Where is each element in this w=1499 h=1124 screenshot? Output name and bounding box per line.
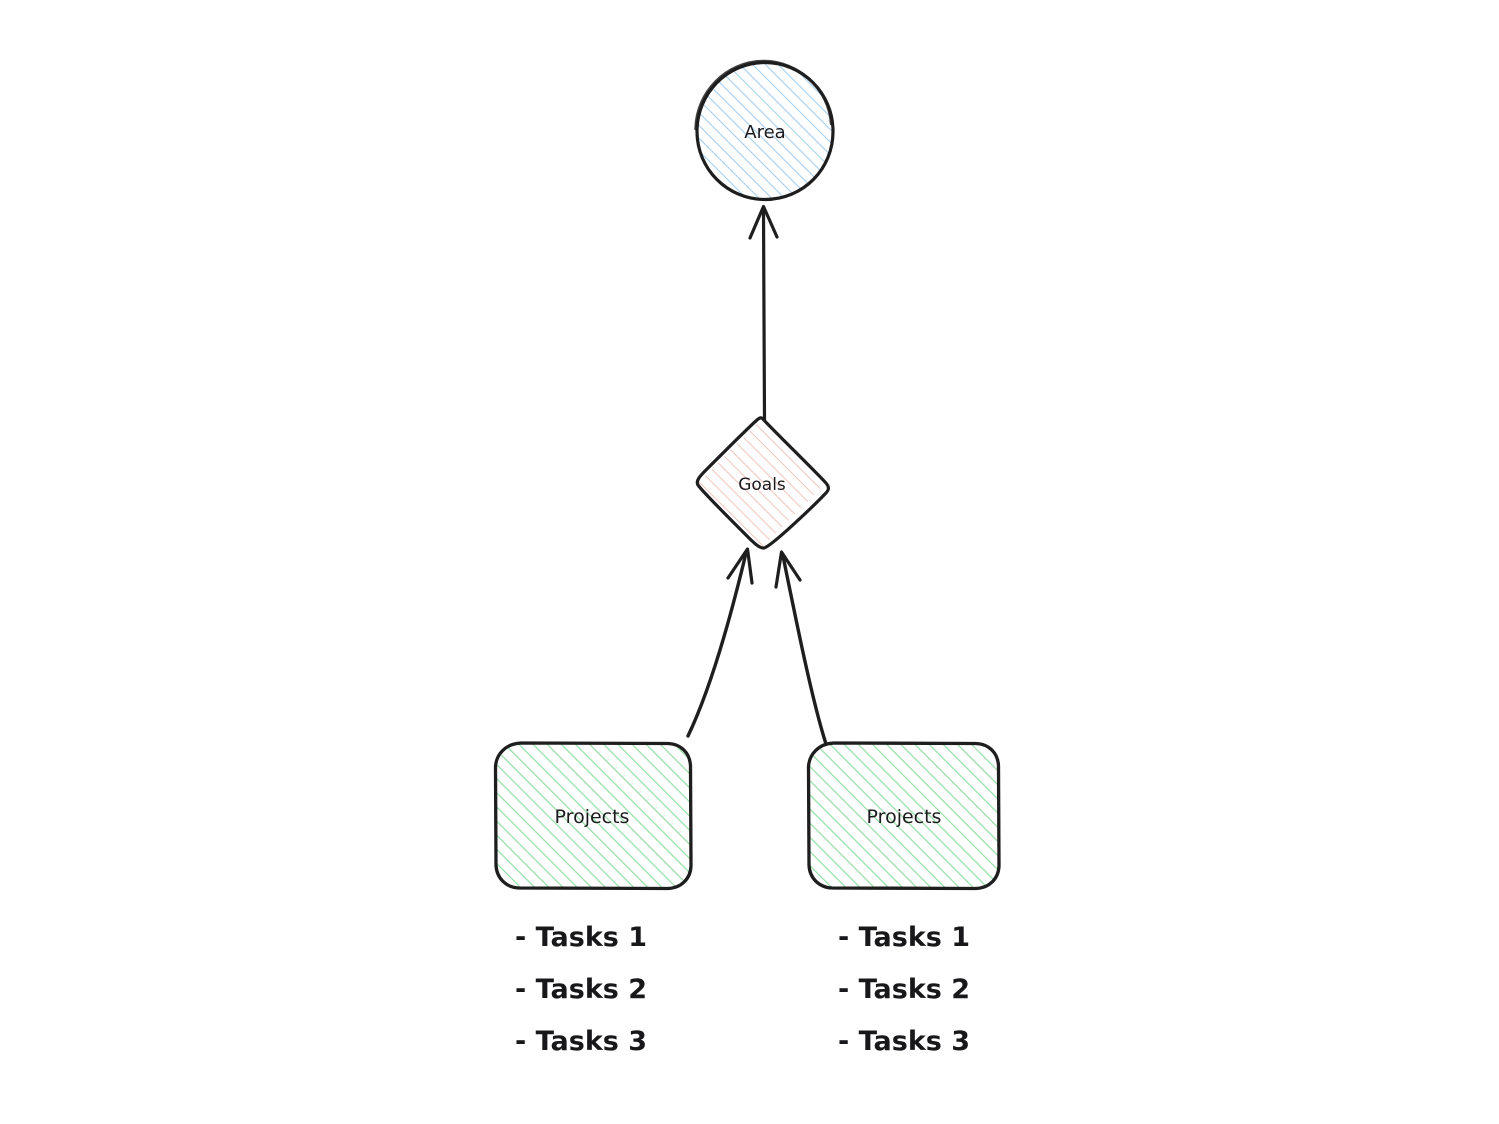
task-list-left: - Tasks 1 - Tasks 2 - Tasks 3 (515, 922, 647, 1057)
edge-goals-to-area-line (761, 208, 767, 421)
edge-projects-left-to-goals-arrowhead (726, 547, 754, 585)
edge-projects-right-to-goals-line (781, 554, 828, 746)
projects-right-outline (806, 741, 1001, 891)
node-projects-left[interactable]: Projects (493, 741, 693, 891)
node-projects-right[interactable]: Projects (806, 741, 1001, 891)
task-list-right: - Tasks 1 - Tasks 2 - Tasks 3 (838, 922, 970, 1057)
edge-goals-to-area-arrowhead (748, 204, 779, 240)
task-list-item: - Tasks 1 (838, 922, 970, 953)
task-list-item: - Tasks 2 (838, 974, 970, 1005)
area-label: Area (744, 122, 785, 143)
edge-projects-left-to-goals (686, 547, 754, 738)
projects-left-fill (496, 743, 691, 889)
goals-label: Goals (738, 475, 786, 495)
projects-left-label: Projects (555, 806, 630, 828)
task-list-item: - Tasks 1 (515, 922, 647, 953)
edge-projects-left-to-goals-line (686, 551, 748, 738)
area-circle-outline-overstroke (694, 59, 833, 131)
goals-diamond-outline (695, 416, 831, 550)
task-list-item: - Tasks 2 (515, 974, 647, 1005)
projects-right-fill (809, 743, 999, 889)
edge-projects-right-to-goals (774, 550, 828, 746)
area-circle-fill (697, 63, 833, 199)
projects-right-label: Projects (867, 806, 942, 828)
edge-goals-to-area (748, 204, 779, 421)
task-list-item: - Tasks 3 (515, 1026, 647, 1057)
node-goals[interactable]: Goals (695, 416, 831, 550)
node-area[interactable]: Area (694, 59, 835, 202)
task-list-item: - Tasks 3 (838, 1026, 970, 1057)
projects-left-outline (493, 741, 693, 891)
edge-projects-right-to-goals-arrowhead (774, 550, 802, 589)
